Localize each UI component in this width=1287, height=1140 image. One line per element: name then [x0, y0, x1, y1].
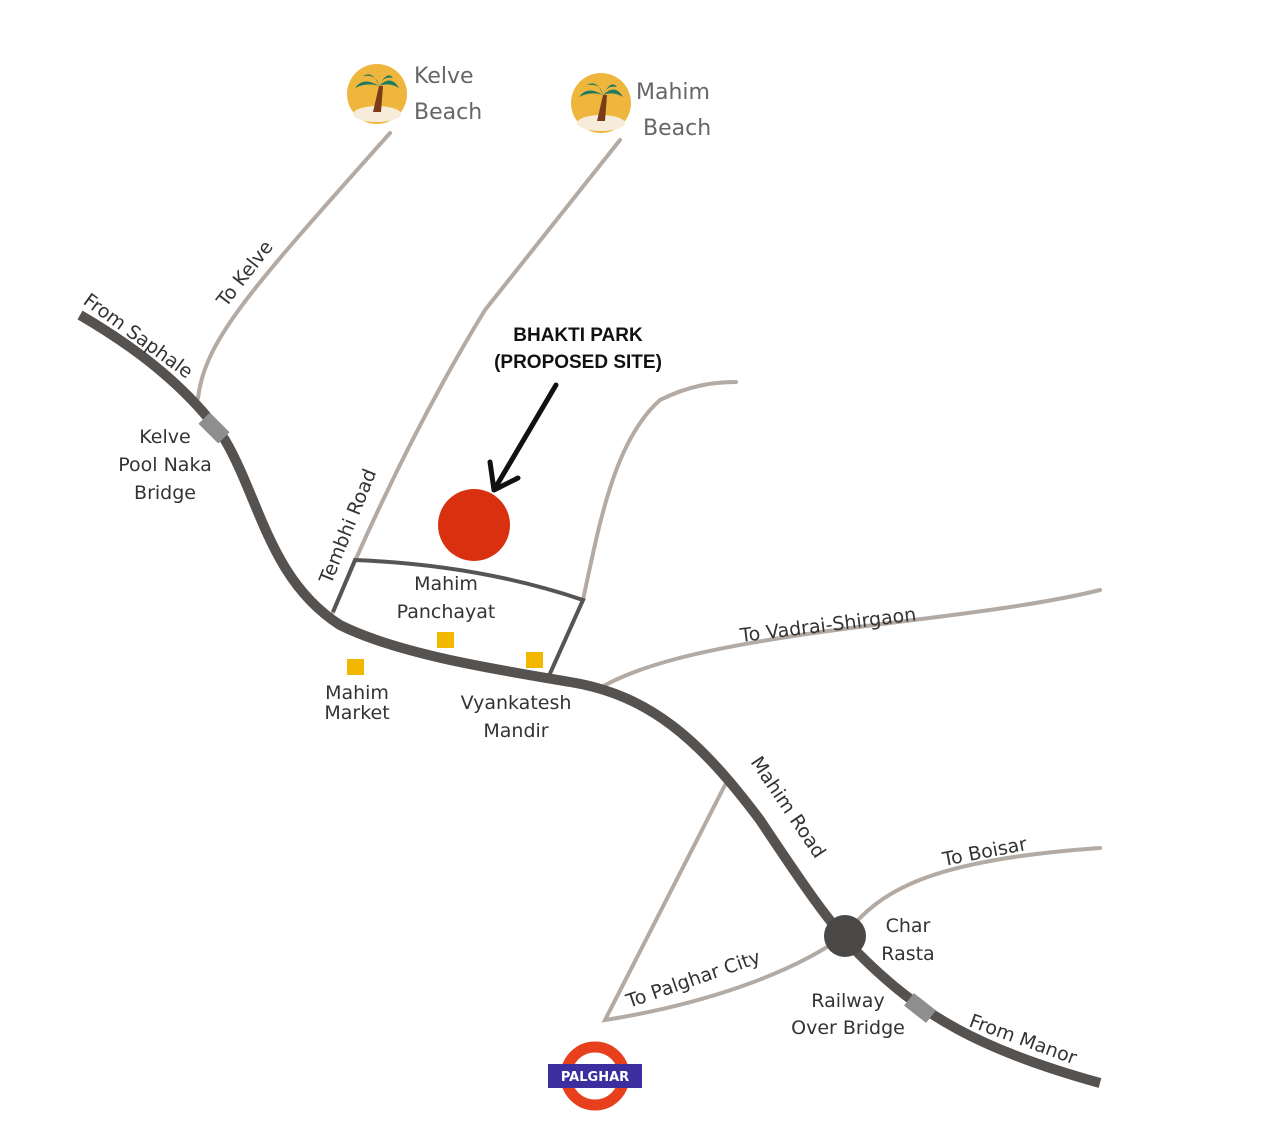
kelve-beach-2: Beach	[414, 100, 482, 125]
railway-station-icon: PALGHAR	[548, 1041, 642, 1111]
kelve-bridge-marker	[198, 412, 230, 444]
label-from-saphale: From Saphale	[79, 289, 197, 383]
rob-label: Railway	[811, 990, 884, 1012]
market-marker	[347, 659, 364, 675]
char-rasta-label: Char	[886, 915, 931, 937]
rob-label: Over Bridge	[791, 1017, 905, 1039]
kelve-bridge-label: Bridge	[134, 482, 196, 504]
road-to-kelve	[196, 131, 392, 400]
char-rasta-label: Rasta	[881, 943, 934, 965]
road-to-boisar	[843, 846, 1102, 937]
mandir-label: Vyankatesh	[461, 692, 572, 714]
road-to-vadrai	[598, 588, 1102, 690]
road-to-palghar-city	[601, 783, 847, 1023]
palm-tree-icon	[347, 64, 407, 124]
market-label: Mahim	[325, 682, 389, 704]
char-rasta-junction	[824, 915, 866, 957]
palm-tree-icon	[571, 73, 631, 133]
kelve-bridge-label: Pool Naka	[118, 454, 212, 476]
mandir-marker	[526, 652, 543, 668]
railway-bridge-marker	[904, 993, 936, 1023]
panchayat-area	[331, 557, 586, 679]
mandir-label: Mandir	[483, 720, 548, 742]
label-mahim-road: Mahim Road	[746, 752, 830, 862]
mahim-beach-2: Beach	[643, 116, 711, 141]
market-label: Market	[324, 702, 389, 724]
kelve-beach-1: Kelve	[414, 64, 474, 89]
kelve-bridge-label: Kelve	[139, 426, 190, 448]
mahim-beach-1: Mahim	[636, 80, 710, 105]
panchayat-marker	[437, 632, 454, 648]
site-label-2: (PROPOSED SITE)	[494, 352, 662, 373]
panchayat-label: Panchayat	[397, 601, 496, 623]
arrow-icon	[487, 382, 559, 493]
road-east-panchayat	[581, 380, 738, 602]
main-road	[77, 310, 1102, 1088]
site-label-1: BHAKTI PARK	[513, 325, 643, 346]
panchayat-label: Mahim	[414, 573, 478, 595]
station-label: PALGHAR	[561, 1070, 629, 1085]
label-to-vadrai: To Vadrai-Shirgaon	[738, 604, 917, 648]
label-to-boisar: To Boisar	[940, 833, 1029, 871]
proposed-site-marker	[438, 489, 510, 561]
